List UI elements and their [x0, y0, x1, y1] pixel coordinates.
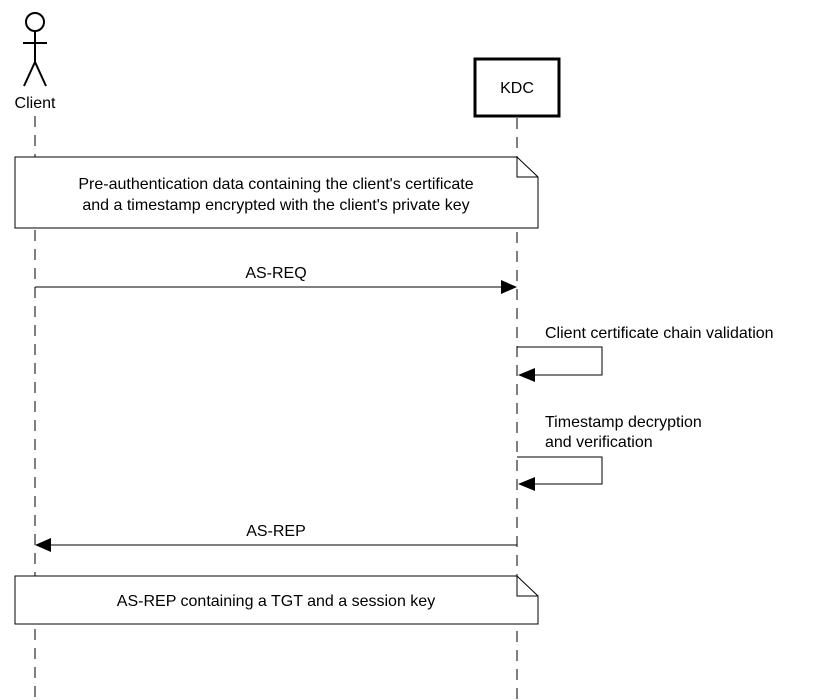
client-label: Client — [15, 95, 56, 112]
as-rep-message: AS-REP — [35, 523, 517, 552]
cert-validation-self-message: Client certificate chain validation — [517, 325, 774, 382]
as-rep-note: AS-REP containing a TGT and a session ke… — [14, 575, 539, 625]
timestamp-verify-label-line-1: Timestamp decryption — [545, 414, 702, 431]
cert-validation-label: Client certificate chain validation — [545, 325, 774, 342]
as-rep-label: AS-REP — [246, 523, 306, 540]
as-req-arrowhead — [501, 280, 517, 294]
as-req-label: AS-REQ — [245, 265, 306, 282]
as-req-message: AS-REQ — [35, 265, 517, 294]
pre-auth-note: Pre-authentication data containing the c… — [14, 156, 539, 229]
cert-validation-arrowhead — [518, 368, 535, 382]
kdc-label: KDC — [500, 80, 534, 97]
kdc-box — [473, 57, 561, 118]
timestamp-verify-self-message: Timestamp decryption and verification — [517, 414, 702, 491]
as-rep-arrowhead — [35, 538, 51, 552]
client-actor-icon — [23, 12, 47, 87]
as-rep-note-line-1: AS-REP containing a TGT and a session ke… — [117, 593, 435, 610]
timestamp-verify-label-line-2: and verification — [545, 434, 653, 451]
timestamp-verify-arrowhead — [518, 477, 535, 491]
pre-auth-note-line-2: and a timestamp encrypted with the clien… — [82, 197, 469, 214]
pre-auth-note-line-1: Pre-authentication data containing the c… — [78, 176, 473, 193]
